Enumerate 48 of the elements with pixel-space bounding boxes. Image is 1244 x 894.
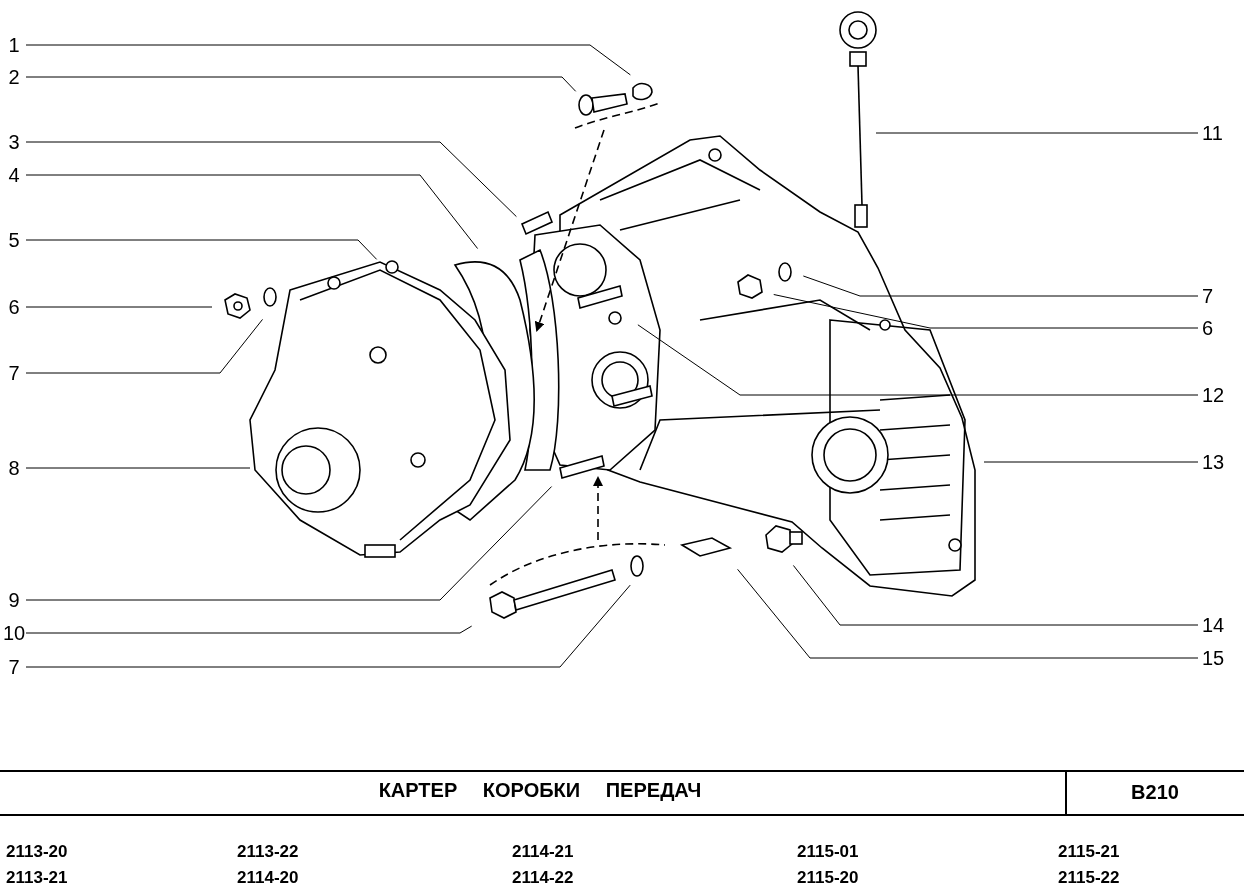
model-code: 2114-21 <box>512 843 574 860</box>
callout-number: 7 <box>1202 286 1214 306</box>
leader-line <box>25 239 378 260</box>
model-code: 2113-22 <box>237 843 299 860</box>
leader-line <box>773 294 1199 329</box>
callout-number: 6 <box>8 297 20 317</box>
leader-line <box>25 306 213 308</box>
model-code: 2115-22 <box>1058 869 1120 886</box>
callout-number: 10 <box>2 623 26 643</box>
sheet-code: B210 <box>1130 782 1180 802</box>
model-code: 2113-20 <box>6 843 68 860</box>
model-code: 2114-20 <box>237 869 299 886</box>
callout-number: 7 <box>8 363 20 383</box>
leader-line <box>25 174 479 250</box>
callout-number: 15 <box>1202 648 1225 668</box>
leader-line <box>25 76 577 92</box>
callout-number: 9 <box>8 590 20 610</box>
model-code: 2113-21 <box>6 869 68 886</box>
callout-number: 5 <box>8 230 20 250</box>
leader-line <box>25 44 631 76</box>
leader-line <box>983 461 1199 463</box>
leader-line <box>25 584 631 668</box>
leader-line <box>25 625 473 634</box>
title: КАРТЕР КОРОБКИ ПЕРЕДАЧ <box>377 780 703 800</box>
model-code: 2115-01 <box>797 843 859 860</box>
model-code: 2115-20 <box>797 869 859 886</box>
leader-line <box>737 568 1199 659</box>
leader-line <box>25 318 264 374</box>
leader-line <box>25 486 553 601</box>
model-code: 2115-21 <box>1058 843 1120 860</box>
leader-line <box>792 564 1199 626</box>
callout-number: 4 <box>8 165 20 185</box>
leader-line <box>875 132 1199 134</box>
leader-line <box>802 275 1199 297</box>
callout-number: 13 <box>1202 452 1225 472</box>
callout-number: 14 <box>1202 615 1225 635</box>
callout-number: 2 <box>8 67 20 87</box>
callout-number: 11 <box>1202 123 1223 143</box>
callout-number: 3 <box>8 132 20 152</box>
leader-line <box>637 324 1199 396</box>
callout-number: 12 <box>1202 385 1225 405</box>
callout-number: 7 <box>8 657 20 677</box>
leader-line <box>25 141 517 218</box>
callout-number: 8 <box>8 458 20 478</box>
model-code: 2114-22 <box>512 869 574 886</box>
callout-number: 1 <box>8 35 20 55</box>
callout-number: 6 <box>1202 318 1214 338</box>
leader-line <box>25 467 251 469</box>
